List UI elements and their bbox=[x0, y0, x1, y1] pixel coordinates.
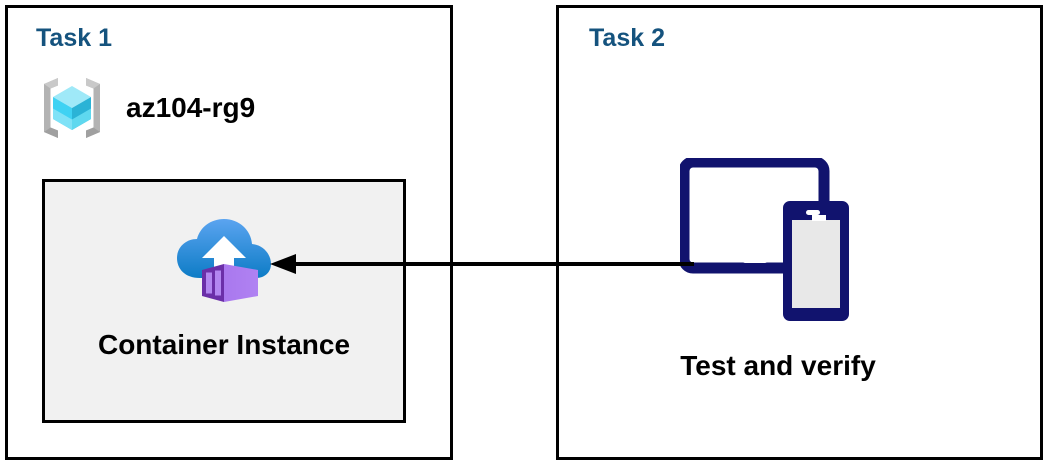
test-verify-label: Test and verify bbox=[680, 350, 876, 381]
tablet-and-phone-devices-icon bbox=[680, 158, 849, 321]
flow-arrow bbox=[270, 254, 694, 274]
task-1-panel: Task 1 az104-r bbox=[5, 5, 453, 460]
resource-group-row: az104-rg9 bbox=[36, 72, 255, 144]
resource-group-name: az104-rg9 bbox=[126, 92, 256, 123]
azure-container-instance-icon bbox=[177, 219, 271, 302]
azure-resource-group-icon bbox=[44, 78, 100, 138]
task-2-title: Task 2 bbox=[589, 24, 665, 52]
container-instance-box: Container Instance bbox=[42, 179, 406, 423]
container-instance-label: Container Instance bbox=[97, 329, 351, 360]
task-1-title: Task 1 bbox=[36, 24, 112, 52]
